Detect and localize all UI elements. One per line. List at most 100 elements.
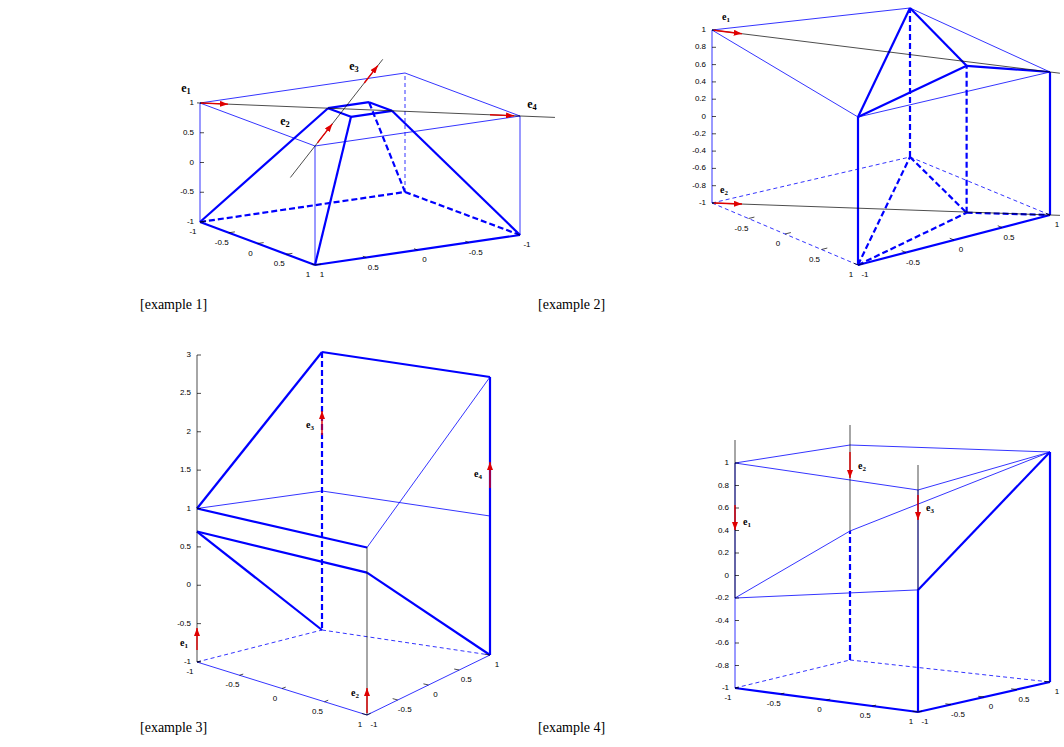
tick-label: 1 [187, 505, 191, 513]
tick-label: 2 [187, 428, 191, 436]
guide-axis [918, 465, 919, 590]
tick-label: 0 [273, 695, 277, 703]
tick-label: 0.6 [695, 61, 706, 69]
tick-label: -0.5 [906, 259, 920, 267]
tick-mark [197, 623, 201, 624]
edge-line [858, 66, 967, 117]
tick-mark [712, 151, 716, 152]
edge-line [200, 73, 405, 103]
tick-label: 0.2 [695, 95, 706, 103]
tick-label: -1 [921, 718, 928, 726]
tick-mark [282, 687, 286, 688]
tick-marks [197, 30, 1050, 715]
tick-label: -0.2 [692, 130, 706, 138]
tick-mark [854, 263, 858, 265]
guide-axis [712, 30, 1060, 73]
guide-axis [735, 440, 736, 598]
tick-mark [200, 221, 206, 223]
edge-line [367, 655, 490, 715]
tick-mark [197, 546, 201, 547]
edge-line [712, 30, 858, 117]
tick-label: 1 [702, 26, 706, 34]
tick-mark [197, 355, 201, 356]
edge-line [197, 509, 367, 548]
tick-label: 1.5 [180, 466, 191, 474]
edge-line [858, 8, 910, 117]
edge-line [735, 531, 850, 598]
tick-mark [945, 703, 951, 705]
tick-mark [712, 168, 716, 169]
tick-mark [229, 231, 235, 233]
edge-line [405, 73, 520, 116]
tick-mark [735, 575, 739, 576]
tick-label: 1 [495, 661, 499, 669]
edge-line [315, 117, 351, 265]
tick-mark [363, 256, 366, 257]
tick-mark [913, 711, 918, 713]
tick-label: -0.5 [951, 711, 965, 719]
tick-mark [735, 598, 739, 599]
tick-label: 0.5 [180, 543, 191, 551]
tick-mark [712, 99, 716, 100]
tick-label: -1 [699, 199, 706, 207]
tick-label: 1 [358, 721, 362, 729]
edge-line [392, 111, 520, 235]
tick-label: -1 [724, 694, 731, 702]
tick-label: -1 [187, 218, 194, 226]
tick-mark [918, 711, 922, 713]
tick-mark [781, 693, 785, 695]
tick-mark [197, 661, 201, 663]
tick-mark [517, 234, 520, 235]
tick-mark [735, 463, 739, 464]
tick-mark [1011, 688, 1017, 690]
guide-axis [197, 103, 555, 118]
tick-label: 0.5 [183, 129, 194, 137]
tick-label: 0 [959, 246, 963, 254]
tick-label: 0.5 [809, 256, 820, 264]
edge-line [735, 660, 850, 688]
tick-label: 2.5 [180, 389, 191, 397]
tick-mark [1046, 213, 1050, 215]
edge-line [858, 215, 1050, 265]
tick-label: 1 [909, 718, 913, 726]
guide-axis [712, 203, 1060, 215]
tick-mark [858, 264, 864, 266]
edge-line [322, 630, 490, 655]
edge-line [369, 102, 392, 111]
edge-line [197, 532, 322, 630]
tick-mark [454, 669, 459, 671]
tick-label: 0.4 [695, 78, 706, 86]
tick-mark [414, 249, 417, 250]
tick-mark [827, 699, 831, 701]
tick-label: 1 [306, 271, 310, 279]
tick-label: 0.5 [1018, 696, 1029, 704]
basis-label: e1 [180, 82, 192, 94]
tick-label: 1 [320, 271, 324, 279]
example-caption: [example 2] [538, 298, 605, 312]
edge-line [735, 590, 918, 598]
tick-mark [735, 643, 739, 644]
basis-arrow [317, 124, 332, 143]
edge-line [918, 452, 1050, 490]
edge-line [850, 445, 1050, 452]
edge-line [405, 73, 406, 192]
tick-label: -1 [722, 684, 729, 692]
tick-label: 0 [776, 240, 780, 248]
basis-label: e1 [742, 517, 752, 527]
basis-label: e2 [350, 688, 360, 698]
tick-label: -0.2 [715, 594, 729, 602]
tick-label: -0.8 [692, 182, 706, 190]
tick-label: -0.4 [692, 147, 706, 155]
tick-label: 1 [725, 459, 729, 467]
tick-label: 0 [422, 256, 426, 264]
tick-mark [197, 431, 201, 432]
edge-line [328, 108, 351, 117]
tick-mark [315, 264, 321, 266]
tick-mark [950, 238, 954, 240]
tick-mark [712, 133, 716, 134]
edge-line [910, 8, 967, 66]
tick-label: -0.5 [735, 225, 749, 233]
tick-label: 0 [702, 113, 706, 121]
edge-line [735, 688, 918, 712]
